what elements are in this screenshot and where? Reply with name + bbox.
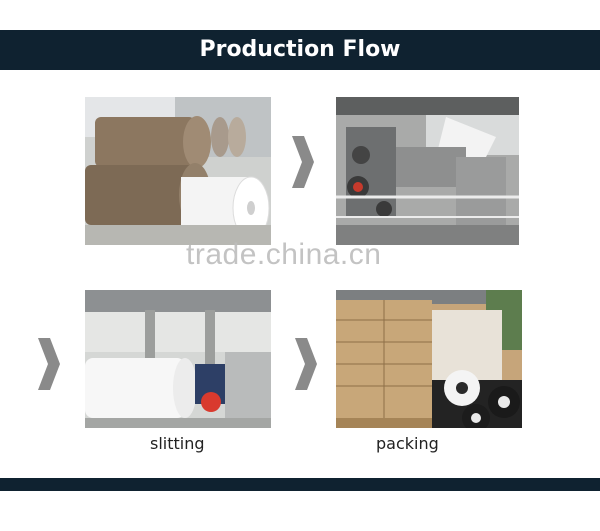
footer-bar (0, 478, 600, 491)
header-bar (0, 30, 600, 70)
slitting-machine-photo (85, 290, 271, 428)
chevron-right-icon (32, 334, 62, 394)
chevron-right-icon (286, 132, 316, 192)
watermark: trade.china.cn (186, 238, 382, 271)
paper-machine-photo (336, 97, 519, 245)
packing-photo (336, 290, 522, 428)
page-title: Production Flow (199, 37, 401, 62)
paper-rolls-photo (85, 97, 271, 245)
caption-packing: packing (376, 434, 439, 453)
caption-slitting: slitting (150, 434, 205, 453)
chevron-right-icon (289, 334, 319, 394)
